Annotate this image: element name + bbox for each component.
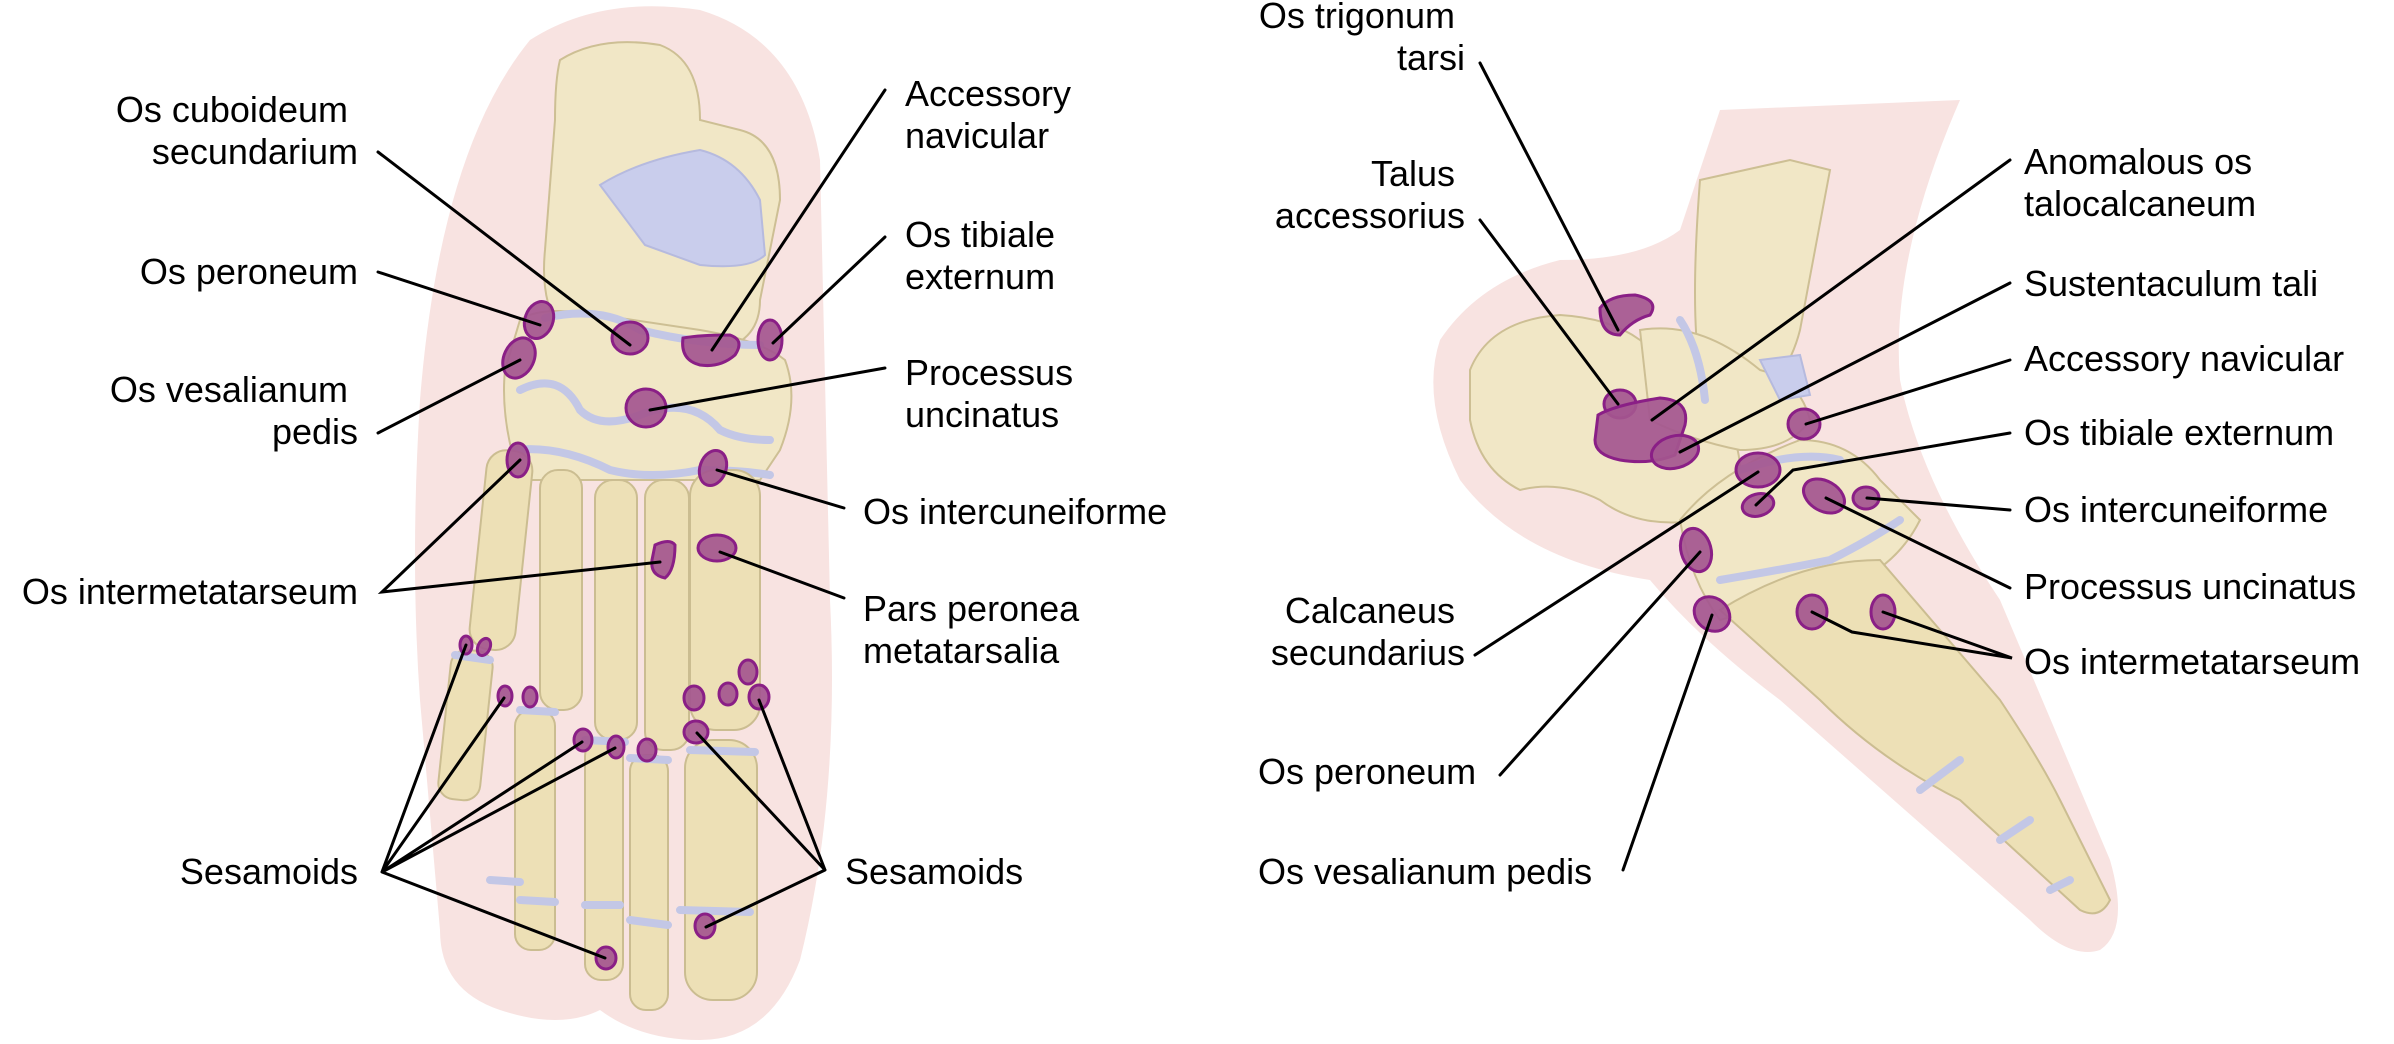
label-os-intermetatarseum-lateral: Os intermetatarseum (2024, 641, 2360, 682)
label-pars-peronea-metatarsalia: Pars peronea metatarsalia (863, 588, 1089, 671)
ossicle-os-intermetatarseum-medial[interactable] (650, 540, 677, 580)
ossicle-os-vesalianum-pedis[interactable] (497, 333, 542, 384)
label-processus-uncinatus: Processus uncinatus (905, 352, 1083, 435)
lateral-leader-lines (1473, 61, 2013, 872)
label-processus-uncinatus-lateral: Processus uncinatus (2024, 566, 2356, 607)
label-os-vesalianum-pedis: Os vesalianum pedis (110, 369, 358, 452)
label-calcaneus-secundarius: Calcaneus secundarius (1271, 590, 1465, 673)
dorsal-leader-lines (376, 88, 887, 960)
lateral-talus-cartilage (1758, 353, 1812, 402)
ossicle-os-cuboideum-secundarium[interactable] (610, 320, 650, 356)
sesamoid[interactable] (682, 684, 706, 712)
label-os-intercuneiforme-lateral: Os intercuneiforme (2024, 489, 2328, 530)
dorsal-mtp-joints (451, 651, 759, 764)
sesamoid[interactable] (521, 685, 539, 709)
label-os-trigonum-tarsi: Os trigonum tarsi (1259, 0, 1465, 78)
label-os-peroneum-lateral: Os peroneum (1258, 751, 1476, 792)
dorsal-ip-joints (486, 876, 754, 929)
sesamoid[interactable] (717, 681, 739, 707)
label-accessory-navicular-lateral: Accessory navicular (2024, 338, 2344, 379)
sesamoid[interactable] (747, 683, 771, 711)
label-os-intermetatarseum: Os intermetatarseum (22, 571, 358, 612)
ossicle-os-trigonum-tarsi[interactable] (1598, 293, 1655, 337)
lateral-metatarsals (1718, 558, 2112, 915)
ossicle-sustentaculum-tali[interactable] (1648, 430, 1703, 473)
sesamoid[interactable] (636, 737, 658, 763)
label-sesamoids-left: Sesamoids (180, 851, 358, 892)
label-sesamoids-right: Sesamoids (845, 851, 1023, 892)
label-accessory-navicular: Accessory navicular (905, 73, 1081, 156)
sesamoid[interactable] (475, 636, 493, 658)
label-os-peroneum: Os peroneum (140, 251, 358, 292)
sesamoid[interactable] (572, 727, 594, 753)
label-sustentaculum-tali: Sustentaculum tali (2024, 263, 2318, 304)
ossicle-os-peroneum[interactable] (519, 297, 558, 342)
label-talus-accessorius: Talus accessorius (1275, 153, 1465, 236)
lateral-joint-lines (1676, 316, 2074, 894)
label-anomalous-os-talocalcaneum: Anomalous os talocalcaneum (2024, 141, 2262, 224)
dorsal-labels: Os cuboideum secundarium Os peroneum Os … (22, 73, 1167, 892)
label-os-tibiale-externum-lateral: Os tibiale externum (2024, 412, 2334, 453)
dorsal-accessory-ossicles (458, 297, 784, 971)
lateral-foot-view: Os trigonum tarsi Talus accessorius Calc… (1258, 0, 2360, 952)
label-os-vesalianum-pedis-lateral: Os vesalianum pedis (1258, 851, 1592, 892)
label-os-cuboideum-secundarium: Os cuboideum secundarium (116, 89, 358, 172)
ossicle-accessory-navicular[interactable] (1786, 407, 1822, 441)
label-os-tibiale-externum: Os tibiale externum (905, 214, 1065, 297)
lateral-labels: Os trigonum tarsi Talus accessorius Calc… (1258, 0, 2360, 892)
label-os-intercuneiforme: Os intercuneiforme (863, 491, 1167, 532)
ossicle-os-peroneum[interactable] (1676, 525, 1716, 575)
ossicle-os-tibiale-externum[interactable] (756, 318, 784, 362)
sesamoid[interactable] (737, 658, 759, 686)
dorsal-foot-view: Os cuboideum secundarium Os peroneum Os … (22, 6, 1167, 1040)
dorsal-talus-cartilage (598, 148, 767, 268)
